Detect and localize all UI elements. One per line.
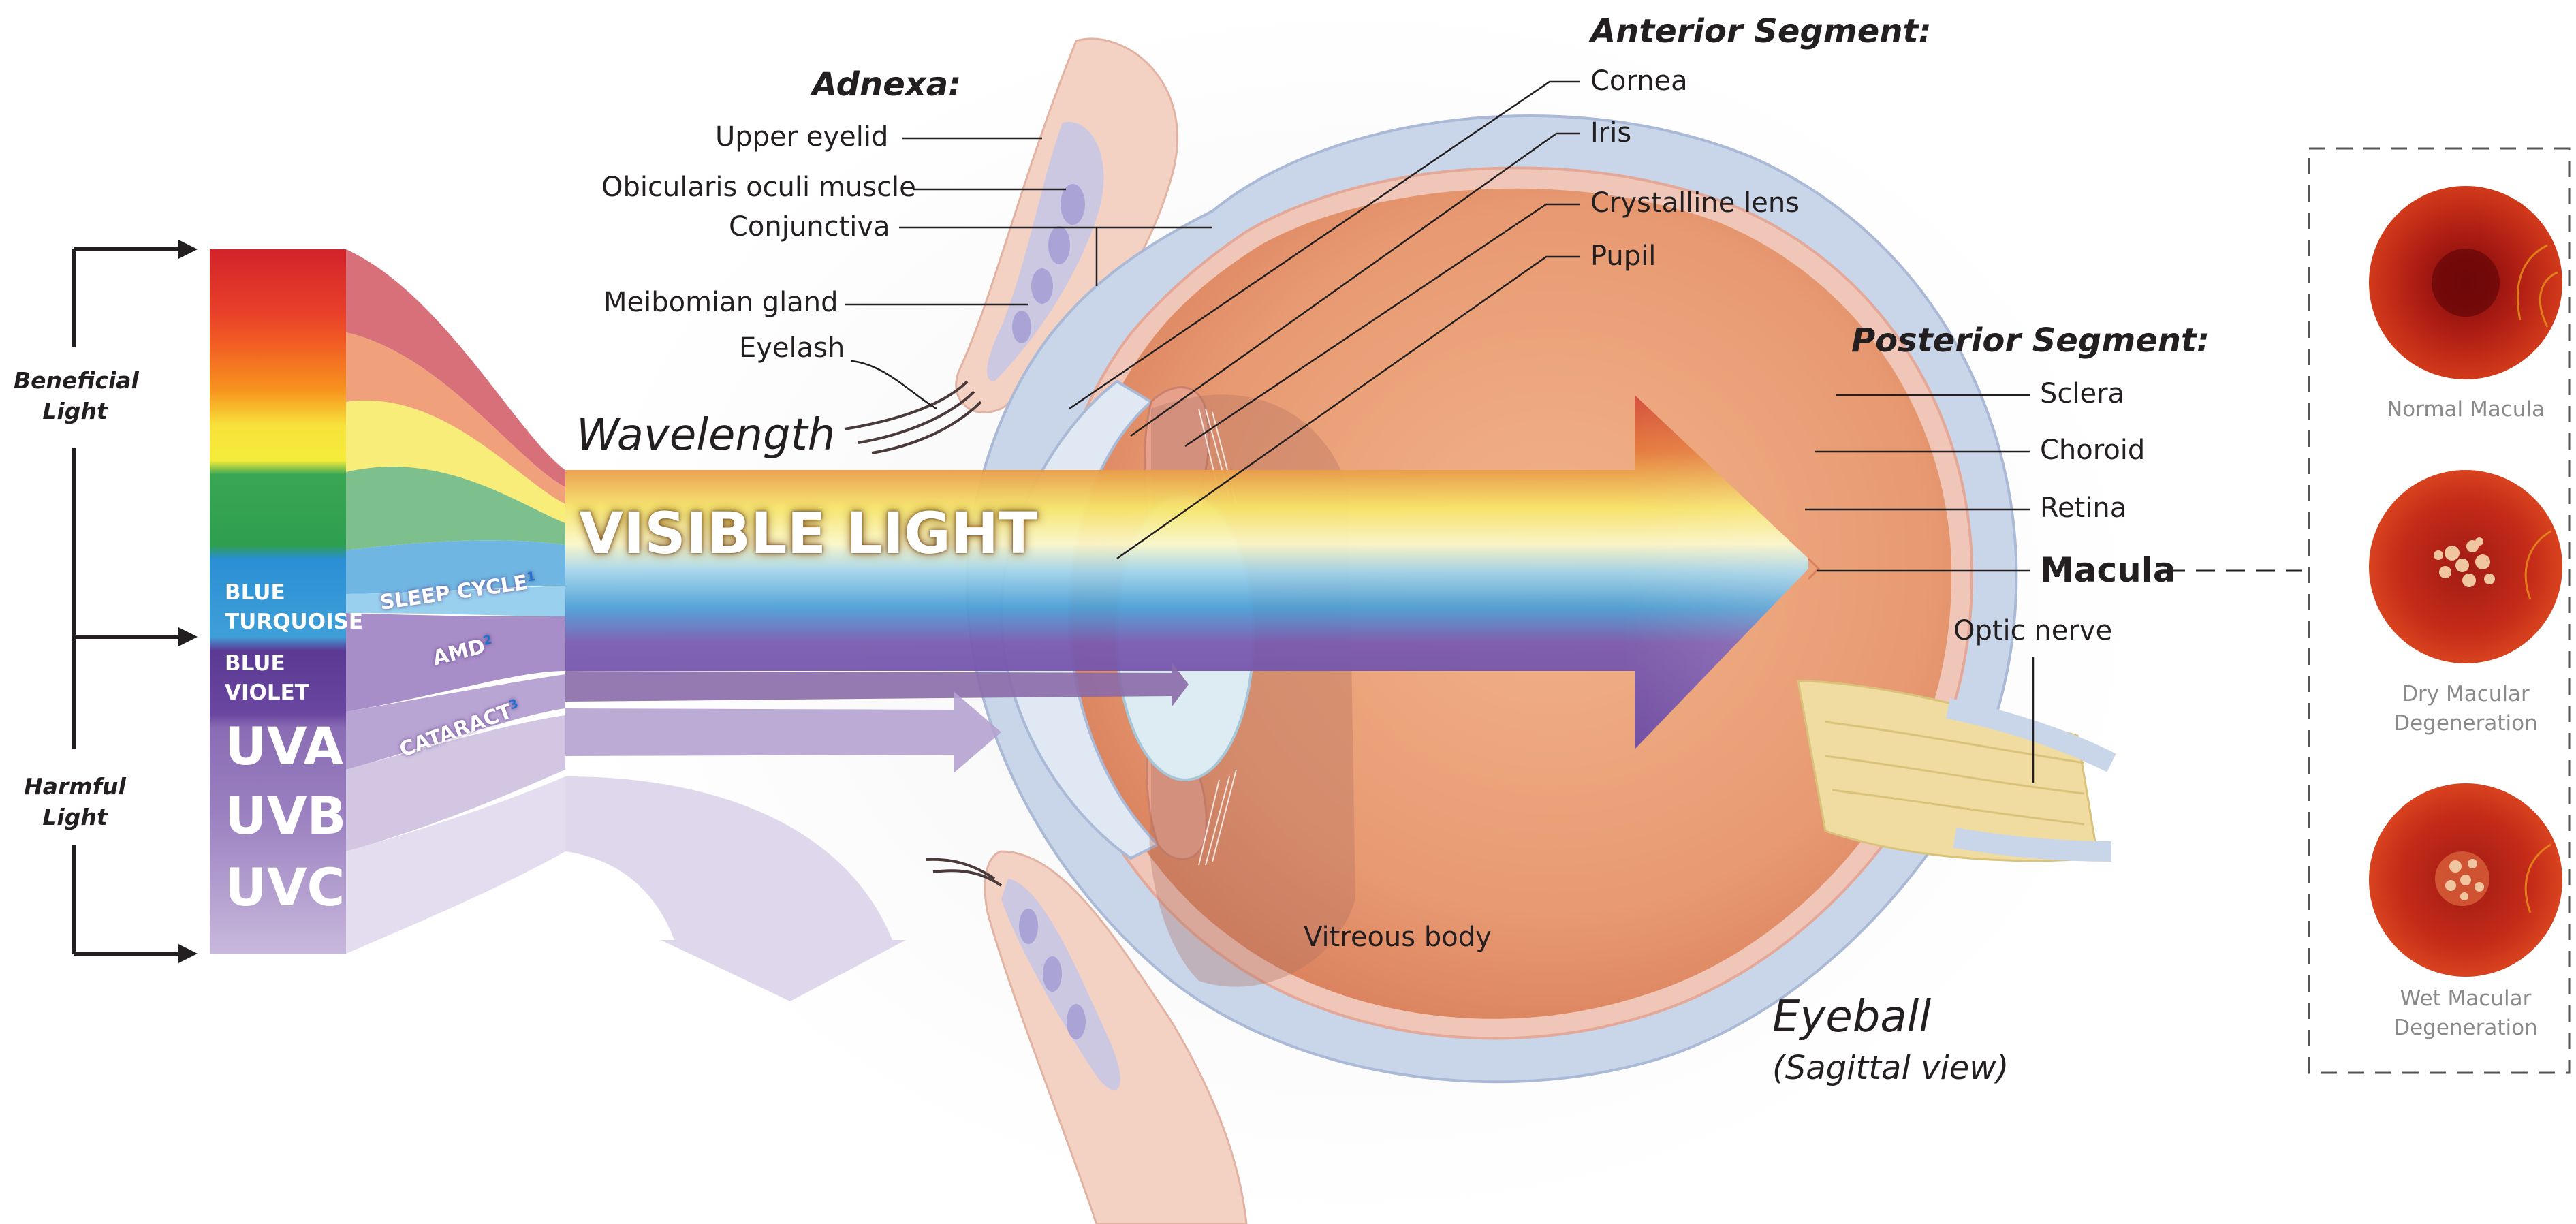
sclera-label: Sclera <box>2040 378 2124 409</box>
arrow-beneficial <box>178 240 198 259</box>
orbicularis-muscle-label: Obicularis oculi muscle <box>601 172 916 203</box>
macula-label: Macula <box>2040 550 2176 590</box>
wavelength-label: Wavelength <box>576 410 835 460</box>
arrow-visible <box>178 627 198 646</box>
harmful-light-label: Harmful Light <box>14 772 136 832</box>
dry-macula-image <box>2369 470 2562 663</box>
conjunctiva-label: Conjunctiva <box>729 211 890 242</box>
eyelash-label: Eyelash <box>739 332 845 364</box>
vitreous-body-label: Vitreous body <box>1304 922 1492 953</box>
anterior-segment-title: Anterior Segment: <box>1590 12 1932 50</box>
uvc-label: UVC <box>225 862 345 913</box>
cornea-label: Cornea <box>1590 65 1688 97</box>
choroid-label: Choroid <box>2040 435 2145 466</box>
adnexa-title: Adnexa: <box>812 65 961 104</box>
wet-macula-caption: Wet Macular Degeneration <box>2329 984 2576 1043</box>
blue-violet-label: BLUE VIOLET <box>225 649 309 708</box>
wet-macula-image <box>2369 783 2562 977</box>
eyeball-title: Eyeball <box>1772 992 1931 1042</box>
meibomian-gland-label: Meibomian gland <box>603 287 838 318</box>
uvb-label: UVB <box>225 790 346 842</box>
retina-label: Retina <box>2040 492 2126 524</box>
normal-macula-caption: Normal Macula <box>2329 395 2576 424</box>
beneficial-light-label: Beneficial Light <box>14 366 136 426</box>
posterior-segment-title: Posterior Segment: <box>1851 321 2210 360</box>
normal-macula-image <box>2369 186 2562 379</box>
arrow-harmful <box>178 944 198 963</box>
upper-eyelid-label: Upper eyelid <box>715 121 888 153</box>
uva-label: UVA <box>225 721 343 772</box>
iris-label: Iris <box>1590 117 1631 148</box>
crystalline-lens-label: Crystalline lens <box>1590 187 1800 219</box>
dry-macula-caption: Dry Macular Degeneration <box>2329 680 2576 739</box>
light-type-bracket <box>74 249 184 954</box>
blue-turquoise-label: BLUE TURQUOISE <box>225 578 363 637</box>
optic-nerve-label: Optic nerve <box>1953 615 2112 646</box>
visible-light-label: VISIBLE LIGHT <box>579 500 1038 567</box>
sagittal-view-subtitle: (Sagittal view) <box>1772 1049 2009 1087</box>
pupil-label: Pupil <box>1590 240 1656 272</box>
